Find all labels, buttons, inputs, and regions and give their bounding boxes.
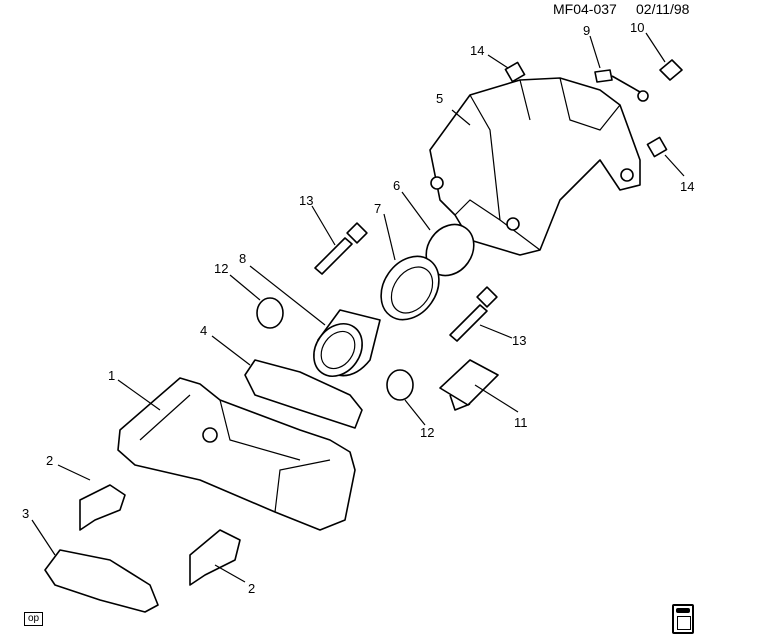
document-date: 02/11/98 <box>636 1 690 17</box>
callout-13: 13 <box>512 333 526 348</box>
part-bleeder-cap <box>659 59 683 81</box>
part-caliper-bracket <box>117 377 356 531</box>
callout-11: 11 <box>514 415 528 430</box>
part-pad-clip <box>79 484 126 531</box>
callout-10: 10 <box>630 20 644 35</box>
leader-lines <box>31 32 685 583</box>
callout-2: 2 <box>46 453 53 468</box>
part-bolt <box>646 136 668 158</box>
callout-8: 8 <box>239 251 246 266</box>
callout-14: 14 <box>680 179 694 194</box>
callout-7: 7 <box>374 201 381 216</box>
service-manual-book-icon <box>672 604 694 634</box>
part-guide-pin <box>314 222 368 275</box>
callout-2: 2 <box>248 581 255 596</box>
document-id: MF04-037 <box>553 1 617 17</box>
callout-12: 12 <box>214 261 228 276</box>
part-guide-pin <box>449 286 498 342</box>
callout-13: 13 <box>299 193 313 208</box>
callout-9: 9 <box>583 23 590 38</box>
callout-6: 6 <box>393 178 400 193</box>
part-bushing <box>256 297 284 329</box>
part-piston-boot <box>380 255 440 321</box>
part-pad-clip <box>189 529 241 586</box>
op-badge: op <box>24 612 44 626</box>
part-piston <box>313 309 381 377</box>
part-outer-brake-pad <box>44 549 159 613</box>
part-bolt <box>504 61 526 83</box>
part-bleeder-valve <box>594 69 641 93</box>
callout-14: 14 <box>470 43 484 58</box>
part-anti-rattle-clip <box>439 359 499 411</box>
callout-12: 12 <box>420 425 434 440</box>
callout-3: 3 <box>22 506 29 521</box>
part-bushing <box>386 369 414 401</box>
callout-4: 4 <box>200 323 207 338</box>
callout-5: 5 <box>436 91 443 106</box>
part-inner-brake-pad <box>244 359 363 429</box>
callout-1: 1 <box>108 368 115 383</box>
